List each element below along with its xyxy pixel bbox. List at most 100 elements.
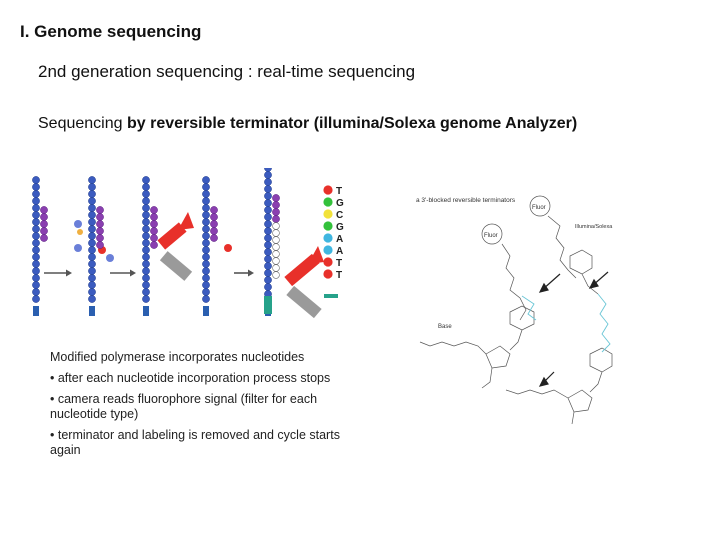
chem-heading: a 3'-blocked reversible terminators bbox=[416, 197, 516, 204]
topic-prefix: Sequencing bbox=[38, 115, 127, 132]
strand-5-bead bbox=[264, 241, 272, 249]
reversible-terminator-chemistry: a 3'-blocked reversible terminators Fluo… bbox=[416, 195, 613, 425]
base-letter: G bbox=[336, 198, 344, 209]
base-dot bbox=[323, 185, 333, 195]
left-molecule bbox=[419, 243, 535, 389]
strand-5-empty-bead bbox=[272, 236, 280, 244]
strand-5-purple-bead bbox=[272, 208, 280, 216]
slide-title: I. Genome sequencing bbox=[20, 22, 202, 41]
strand-2-purple-bead bbox=[96, 227, 104, 235]
strand-1-bead bbox=[32, 211, 40, 219]
strand-4-purple-bead bbox=[210, 206, 218, 214]
grey-emission-arrow bbox=[286, 285, 322, 319]
strand-1-purple-bead bbox=[40, 227, 48, 235]
base-letter: T bbox=[336, 258, 342, 269]
strand-5-bead bbox=[264, 178, 272, 186]
strand-2-bead bbox=[88, 232, 96, 240]
figure-caption: Modified polymerase incorporates nucleot… bbox=[50, 350, 360, 464]
strand-1-bead bbox=[32, 197, 40, 205]
strand-5-bead bbox=[264, 192, 272, 200]
strand-4-purple-bead bbox=[210, 220, 218, 228]
strand-4-purple-bead bbox=[210, 227, 218, 235]
strand-3-bead bbox=[142, 246, 150, 254]
cycle-arrow-2-head bbox=[130, 269, 136, 277]
strand-4-bead bbox=[202, 288, 210, 296]
base-letter: A bbox=[336, 246, 343, 257]
strand-4-bead bbox=[202, 211, 210, 219]
strand-3-bead bbox=[142, 190, 150, 198]
strand-1-base bbox=[33, 306, 39, 316]
strand-1-purple-bead bbox=[40, 206, 48, 214]
base-dot bbox=[323, 269, 333, 279]
strand-5-bead bbox=[264, 206, 272, 214]
strand-5-bead bbox=[264, 199, 272, 207]
strand-2-bead bbox=[88, 218, 96, 226]
strand-5-bead bbox=[264, 227, 272, 235]
strand-4-bead bbox=[202, 295, 210, 303]
strand-5-purple-bead bbox=[272, 194, 280, 202]
strand-5-bead bbox=[264, 171, 272, 179]
strand-2-purple-bead bbox=[96, 213, 104, 221]
strand-3-bead bbox=[142, 288, 150, 296]
strand-2-bead bbox=[88, 295, 96, 303]
caption-bullet-1: after each nucleotide incorporation proc… bbox=[50, 371, 360, 386]
strand-2-bead bbox=[88, 246, 96, 254]
strand-2-bead bbox=[88, 204, 96, 212]
base-dot bbox=[323, 257, 333, 267]
grey-emission-arrow bbox=[159, 251, 193, 281]
strand-5-bead bbox=[264, 168, 272, 172]
red-arrow-head bbox=[308, 246, 324, 264]
strand-1-bead bbox=[32, 295, 40, 303]
strand-3-bead bbox=[142, 197, 150, 205]
cycle-arrow-3-head bbox=[248, 269, 254, 277]
strand-5-empty-bead bbox=[272, 250, 280, 258]
strand-5-empty-bead bbox=[272, 243, 280, 251]
strand-4-bead bbox=[202, 260, 210, 268]
strand-4-bead bbox=[202, 274, 210, 282]
base-dot bbox=[323, 221, 333, 231]
strand-2-bead bbox=[88, 239, 96, 247]
strand-4-bead bbox=[202, 176, 210, 184]
nucleotide-blue bbox=[106, 254, 114, 262]
teal-marker bbox=[324, 294, 338, 298]
strand-3-purple-bead bbox=[150, 241, 158, 249]
strand-5-empty-bead bbox=[272, 257, 280, 265]
strand-1-bead bbox=[32, 190, 40, 198]
cyan-linkers bbox=[521, 293, 611, 353]
strand-5-empty-bead bbox=[272, 222, 280, 230]
strand-3-bead bbox=[142, 211, 150, 219]
caption-bullet-2: camera reads fluorophore signal (filter … bbox=[50, 392, 360, 422]
strand-1-bead bbox=[32, 274, 40, 282]
caption-lead: Modified polymerase incorporates nucleot… bbox=[50, 350, 305, 364]
nucleotide-red bbox=[224, 244, 232, 252]
strand-3-bead bbox=[142, 274, 150, 282]
strand-1-bead bbox=[32, 204, 40, 212]
strand-2-bead bbox=[88, 288, 96, 296]
strand-3-bead bbox=[142, 295, 150, 303]
strand-4-bead bbox=[202, 253, 210, 261]
strand-4-bead bbox=[202, 267, 210, 275]
strand-1-bead bbox=[32, 239, 40, 247]
strand-2-bead bbox=[88, 183, 96, 191]
strand-3-base bbox=[143, 306, 149, 316]
base-label: Base bbox=[438, 324, 452, 330]
strand-2-base bbox=[89, 306, 95, 316]
base-dot bbox=[323, 233, 333, 243]
strand-5-bead bbox=[264, 255, 272, 263]
nucleotide-blue bbox=[74, 220, 82, 228]
base-letter: T bbox=[336, 186, 342, 197]
strand-1-bead bbox=[32, 218, 40, 226]
strand-3-bead bbox=[142, 183, 150, 191]
strand-2-bead bbox=[88, 197, 96, 205]
strand-3-bead bbox=[142, 232, 150, 240]
base-letter: C bbox=[336, 210, 343, 221]
strand-4-bead bbox=[202, 190, 210, 198]
fluor-top-label: Fluor bbox=[532, 205, 546, 211]
strand-2-bead bbox=[88, 267, 96, 275]
strand-1-purple-bead bbox=[40, 213, 48, 221]
caption-bullet-3: terminator and labeling is removed and c… bbox=[50, 428, 360, 458]
strand-2-bead bbox=[88, 211, 96, 219]
strand-3-bead bbox=[142, 204, 150, 212]
strand-2-bead bbox=[88, 274, 96, 282]
pointer-arrows bbox=[538, 271, 609, 387]
